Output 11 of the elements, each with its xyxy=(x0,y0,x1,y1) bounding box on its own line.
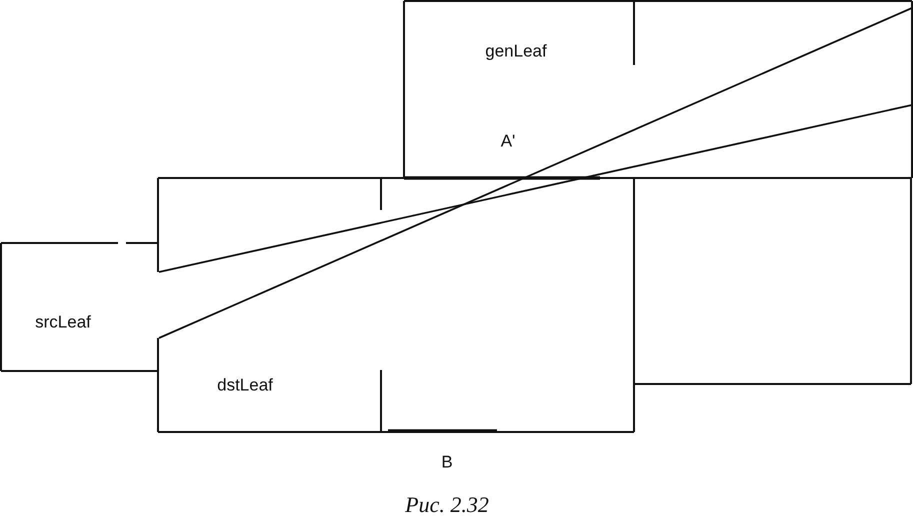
rectangle-frame xyxy=(404,1,912,178)
region-label: srcLeaf xyxy=(35,314,91,332)
connector-line xyxy=(158,7,912,339)
rectangle-frame xyxy=(158,178,634,432)
point-label: A' xyxy=(500,132,516,152)
rectangle-frame xyxy=(1,243,157,371)
point-label: B xyxy=(441,454,453,472)
connector-line xyxy=(158,104,912,273)
figure-caption: Рис. 2.32 xyxy=(405,492,489,518)
region-label: genLeaf xyxy=(485,42,547,62)
region-label: dstLeaf xyxy=(217,376,273,396)
